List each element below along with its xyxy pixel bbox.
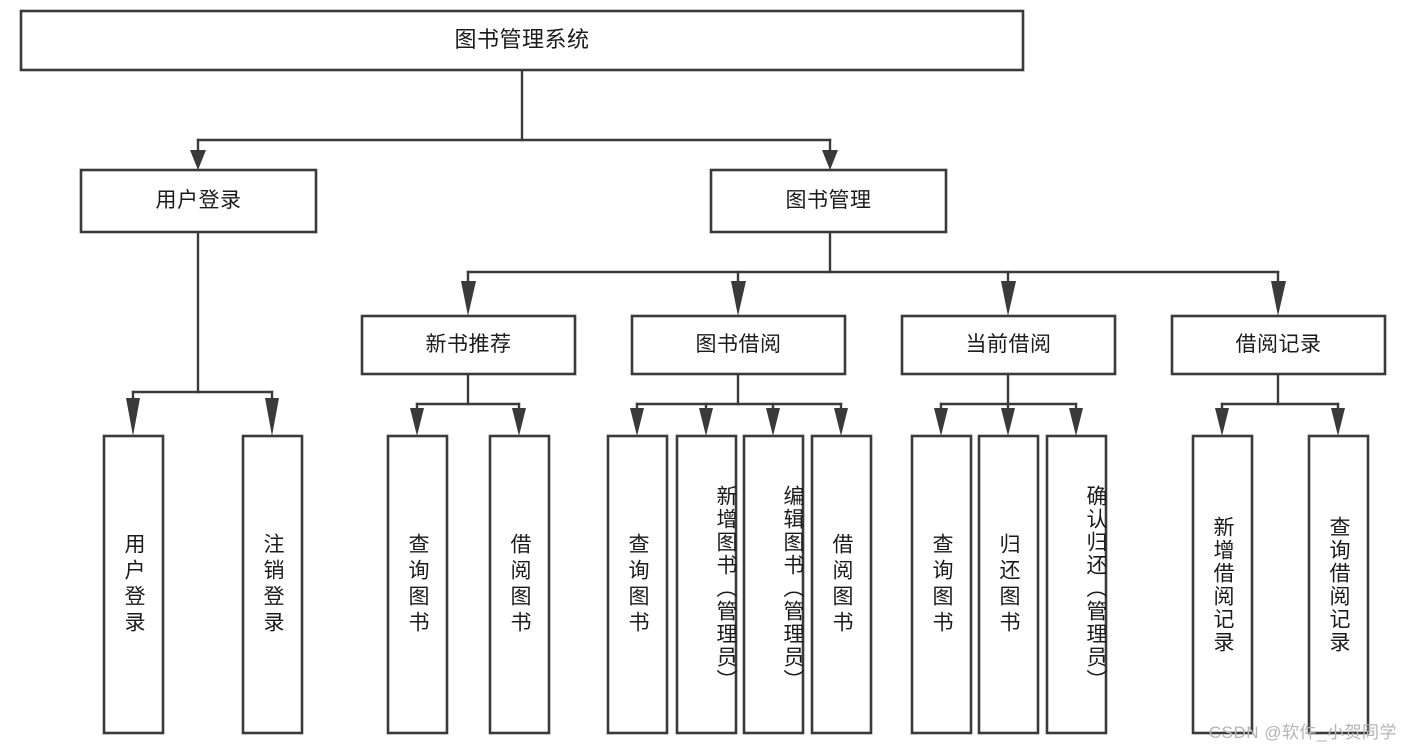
node-box-book-borrow <box>630 314 847 376</box>
node-box-root <box>19 9 1025 72</box>
leaf-box-current-borrow-0 <box>910 434 973 735</box>
leaf-box-user-login-1 <box>241 434 304 735</box>
leaf-box-new-book-0 <box>386 434 449 735</box>
leaf-box-user-login-0 <box>102 434 165 735</box>
edges-root-to-level2 <box>190 68 838 170</box>
leaf-box-current-borrow-1 <box>977 434 1040 735</box>
leaf-box-book-borrow-1 <box>675 434 738 735</box>
leaf-box-current-borrow-2 <box>1045 434 1108 735</box>
edges-current-to-leaves <box>934 372 1083 436</box>
leaf-box-book-borrow-3 <box>810 434 873 735</box>
node-box-book-management <box>709 168 948 234</box>
leaf-box-book-borrow-2 <box>742 434 805 735</box>
leaf-box-borrow-record-0 <box>1191 434 1254 735</box>
leaf-box-new-book-1 <box>488 434 551 735</box>
edges-record-to-leaves <box>1215 372 1345 436</box>
edges-booklogin-to-leaves <box>126 230 279 436</box>
leaf-box-book-borrow-0 <box>606 434 669 735</box>
node-box-borrow-record <box>1170 314 1387 376</box>
edges-bookmgmt-to-level3 <box>461 230 1286 316</box>
leaf-box-borrow-record-1 <box>1307 434 1370 735</box>
node-box-current-borrow <box>900 314 1117 376</box>
edges-borrow-to-leaves <box>630 372 848 436</box>
edges-newbook-to-leaves <box>410 372 526 436</box>
watermark-text: CSDN @软件_小贺同学 <box>1208 723 1397 742</box>
node-box-new-book <box>360 314 577 376</box>
node-box-user-login <box>79 168 318 234</box>
